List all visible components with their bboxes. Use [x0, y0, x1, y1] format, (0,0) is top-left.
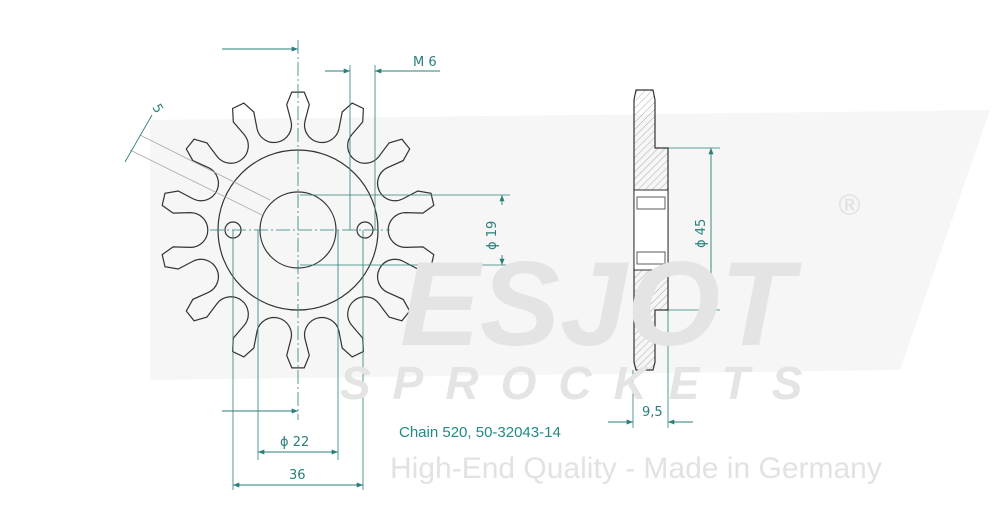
sprocket-side-view: [633, 89, 669, 371]
watermark-sub: SPROCKETS: [340, 357, 824, 409]
watermark-brand: ESJOT: [400, 237, 802, 371]
dim-hub: ϕ 45: [694, 219, 709, 248]
dim-bolt-span: 36: [289, 468, 306, 483]
dimension-lines: [124, 46, 714, 488]
dim-tooth-offset: 5: [149, 102, 166, 117]
dim-thickness: 9,5: [642, 405, 663, 420]
side-bore: [633, 189, 669, 271]
dim-thread: M 6: [413, 55, 437, 70]
sprocket-teeth-outline: [161, 91, 435, 369]
dim-bore: ϕ 19: [485, 221, 500, 250]
part-caption: Chain 520, 50-32043-14: [399, 424, 561, 441]
watermark-registered: ®: [838, 189, 861, 222]
watermark-tagline: High-End Quality - Made in Germany: [390, 452, 882, 485]
center-lines: [129, 40, 720, 490]
watermark-background: [150, 110, 990, 380]
dim-inner: ϕ 22: [280, 435, 309, 450]
watermark: ESJOT ® SPROCKETS High-End Quality - Mad…: [340, 189, 882, 485]
